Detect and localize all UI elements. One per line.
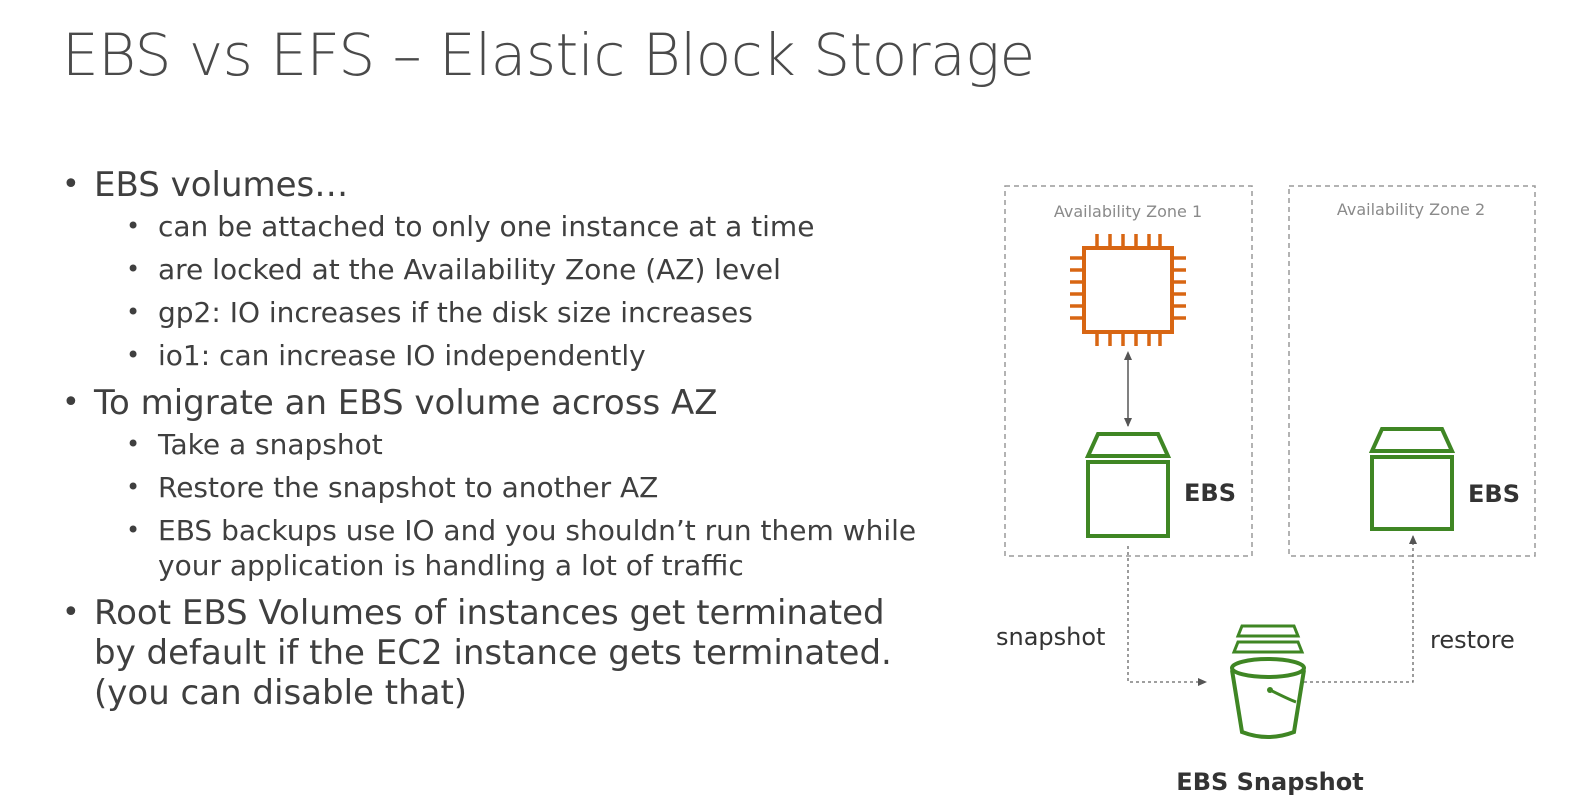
availability-zone-2: Availability Zone 2 xyxy=(1288,185,1536,557)
zone-1-label: Availability Zone 1 xyxy=(1054,202,1202,221)
bullet-text: To migrate an EBS volume across AZ xyxy=(94,383,718,423)
sub-bullet: Take a snapshot xyxy=(126,427,922,462)
ebs-volume-icon xyxy=(1368,427,1456,531)
ec2-instance-chip-icon xyxy=(1070,234,1186,346)
sub-bullet: are locked at the Availability Zone (AZ)… xyxy=(126,252,922,287)
zone-2-label: Availability Zone 2 xyxy=(1337,200,1485,219)
snapshot-bucket-icon xyxy=(1230,624,1306,739)
restore-arrow-label: restore xyxy=(1430,626,1515,654)
restore-arrow xyxy=(1304,535,1417,683)
sub-bullet: Restore the snapshot to another AZ xyxy=(126,470,922,505)
sub-bullet: EBS backups use IO and you shouldn’t run… xyxy=(126,513,922,583)
ebs-snapshot-caption: EBS Snapshot xyxy=(1176,768,1363,796)
bullet-text: EBS volumes… xyxy=(94,165,349,205)
availability-zone-1: Availability Zone 1 xyxy=(1004,185,1253,557)
bullet-text: Root EBS Volumes of instances get termin… xyxy=(94,593,892,713)
ebs-label-zone-2: EBS xyxy=(1468,480,1520,508)
bullet-migrate: To migrate an EBS volume across AZ Take … xyxy=(62,383,922,583)
bullet-ebs-volumes: EBS volumes… can be attached to only one… xyxy=(62,165,922,373)
sub-bullet: can be attached to only one instance at … xyxy=(126,209,922,244)
bullet-list: EBS volumes… can be attached to only one… xyxy=(62,165,922,723)
sub-bullet: gp2: IO increases if the disk size incre… xyxy=(126,295,922,330)
slide-title: EBS vs EFS – Elastic Block Storage xyxy=(62,21,1035,89)
ebs-label-zone-1: EBS xyxy=(1184,479,1236,507)
snapshot-arrow xyxy=(1127,546,1207,686)
ebs-volume-icon xyxy=(1084,432,1172,538)
snapshot-arrow-label: snapshot xyxy=(996,623,1105,651)
sub-bullet: io1: can increase IO independently xyxy=(126,338,922,373)
bullet-root-volumes: Root EBS Volumes of instances get termin… xyxy=(62,593,922,713)
